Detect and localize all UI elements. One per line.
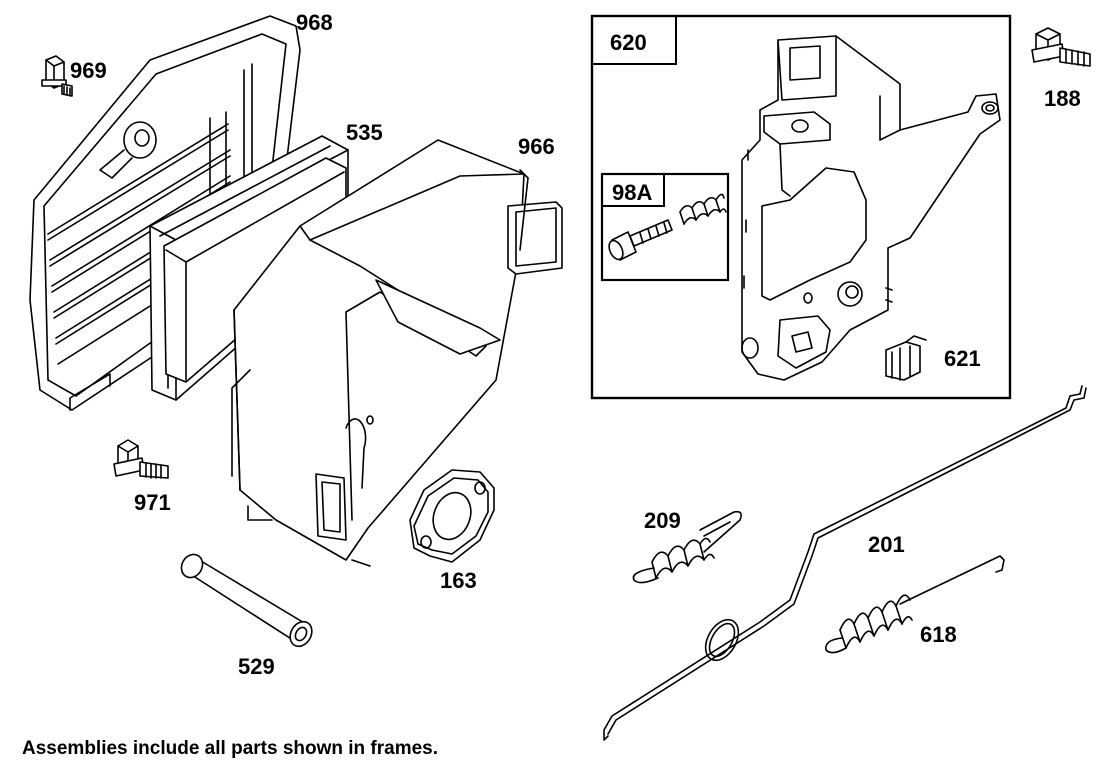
part-label-618: 618 bbox=[920, 622, 957, 647]
screw-98a-drawing bbox=[608, 219, 673, 261]
spring-209-drawing bbox=[632, 510, 742, 584]
part-label-971: 971 bbox=[134, 490, 171, 515]
part-label-163: 163 bbox=[440, 568, 477, 593]
gasket-163-drawing bbox=[409, 469, 495, 563]
housing-966-drawing bbox=[231, 139, 563, 567]
part-label-535: 535 bbox=[346, 120, 383, 145]
part-label-621: 621 bbox=[944, 346, 981, 371]
part-label-969: 969 bbox=[70, 58, 107, 83]
frame-98a bbox=[600, 172, 730, 282]
rod-201-drawing bbox=[603, 385, 1087, 741]
filter-element-535-drawing bbox=[149, 135, 349, 401]
filter-cover-968-drawing bbox=[29, 15, 301, 411]
screw-969-drawing bbox=[41, 55, 73, 97]
part-label-209: 209 bbox=[644, 508, 681, 533]
frame-620 bbox=[590, 14, 1012, 400]
part-label-529: 529 bbox=[238, 654, 275, 679]
spring-618-drawing bbox=[825, 555, 1005, 654]
part-label-620: 620 bbox=[610, 30, 647, 55]
screw-188-drawing bbox=[1031, 27, 1091, 67]
footer-note: Assemblies include all parts shown in fr… bbox=[22, 738, 439, 759]
part-label-966: 966 bbox=[518, 134, 555, 159]
bracket-620-drawing bbox=[741, 35, 1001, 381]
part-label-188: 188 bbox=[1044, 86, 1081, 111]
spring-98a-drawing bbox=[679, 193, 727, 225]
tube-529-drawing bbox=[180, 553, 313, 648]
part-label-98a: 98A bbox=[612, 180, 652, 205]
clip-621-drawing bbox=[885, 335, 927, 381]
part-label-968: 968 bbox=[296, 10, 333, 35]
part-label-201: 201 bbox=[868, 532, 905, 557]
screw-971-drawing bbox=[113, 439, 169, 479]
